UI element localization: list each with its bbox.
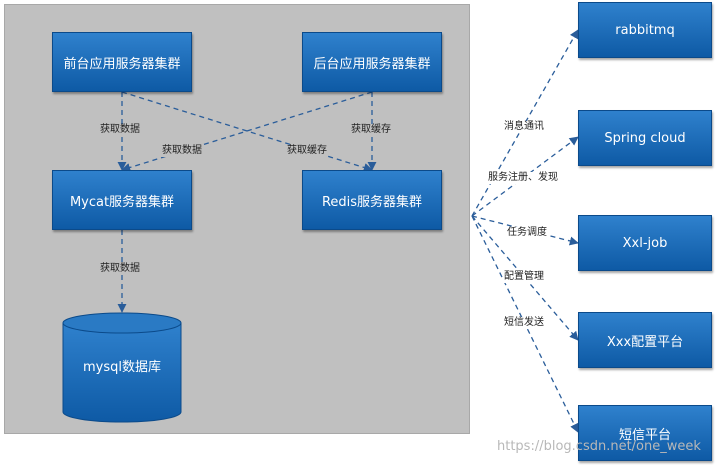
mycat-cluster-node[interactable]: Mycat服务器集群 xyxy=(52,170,192,230)
redis-cluster-node[interactable]: Redis服务器集群 xyxy=(302,170,442,230)
xxx-config-node[interactable]: Xxx配置平台 xyxy=(578,312,712,368)
watermark-text: https://blog.csdn.net/one_week xyxy=(497,439,701,454)
backend-cluster-node[interactable]: 后台应用服务器集群 xyxy=(302,32,442,92)
edge-label-fetch-cache: 获取缓存 xyxy=(286,145,328,157)
edge-label-fetch-data: 获取数据 xyxy=(99,263,141,275)
edge-label-sms-send: 短信发送 xyxy=(503,317,545,329)
edge-back-to-mycat xyxy=(121,91,373,172)
edge-label-message-comm: 消息通讯 xyxy=(503,121,545,133)
spring-cloud-node[interactable]: Spring cloud xyxy=(578,110,712,166)
rabbitmq-node[interactable]: rabbitmq xyxy=(578,2,712,58)
sms-platform-node[interactable]: 短信平台 xyxy=(578,405,712,461)
edge-label-fetch-data: 获取数据 xyxy=(161,145,203,157)
mysql-db-node[interactable]: mysql数据库 xyxy=(83,359,161,375)
edge-label-fetch-cache: 获取缓存 xyxy=(350,124,392,136)
edge-label-config-mgmt: 配置管理 xyxy=(503,271,545,283)
xxl-job-node[interactable]: Xxl-job xyxy=(578,215,712,271)
mysql-cylinder xyxy=(62,312,182,423)
edge-label-fetch-data: 获取数据 xyxy=(99,124,141,136)
edge-label-service-discovery: 服务注册、发现 xyxy=(487,172,559,184)
edge-label-task-scheduling: 任务调度 xyxy=(506,227,548,239)
frontend-cluster-node[interactable]: 前台应用服务器集群 xyxy=(52,32,192,92)
